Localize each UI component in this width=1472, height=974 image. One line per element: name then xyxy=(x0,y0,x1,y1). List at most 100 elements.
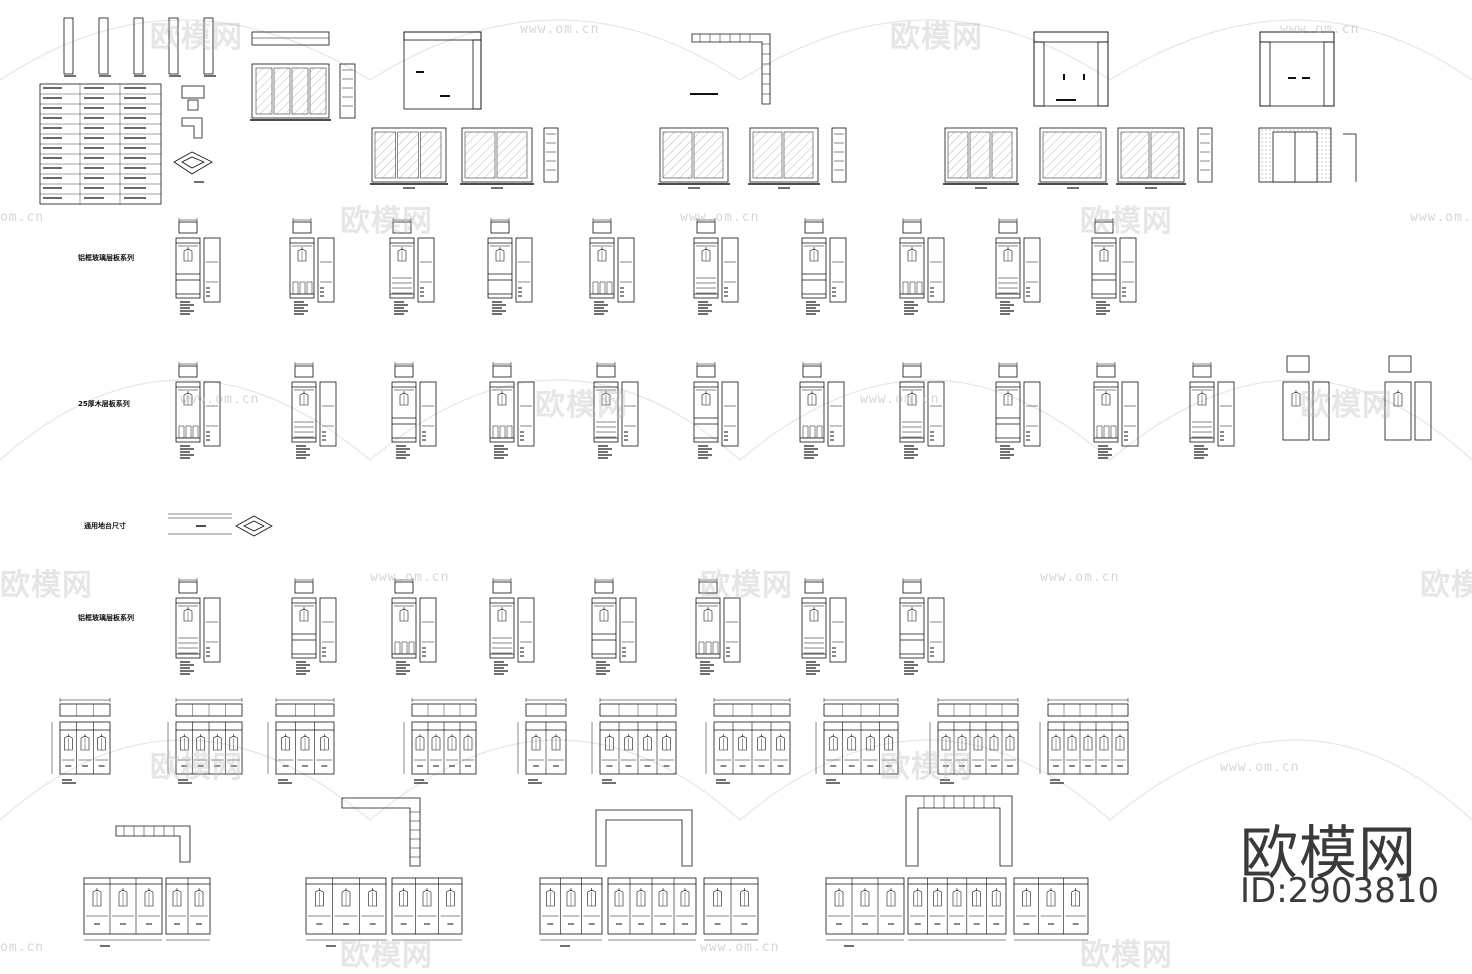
drawer xyxy=(599,281,606,295)
drawer xyxy=(178,425,185,439)
front-elevation xyxy=(593,381,619,443)
front-elevation xyxy=(1091,237,1117,299)
garment-shape xyxy=(809,248,819,262)
front-elevation xyxy=(289,237,315,299)
front-elevation xyxy=(389,237,415,299)
drawer xyxy=(1096,425,1103,439)
top-view-box xyxy=(902,581,922,594)
top-view-box xyxy=(178,365,198,378)
front-elevation xyxy=(937,721,1019,775)
row2-units xyxy=(175,355,1432,459)
platform-dimensions xyxy=(168,513,273,537)
garment-shape xyxy=(1099,735,1109,751)
garment-shape xyxy=(941,735,951,751)
garment-shape xyxy=(886,889,896,907)
garment-shape xyxy=(884,735,894,751)
drawer xyxy=(1103,425,1110,439)
corner-plan xyxy=(173,151,213,175)
watermark-arc xyxy=(0,379,371,461)
door-frame xyxy=(749,127,819,183)
drawer xyxy=(499,425,506,439)
watermark-arc xyxy=(739,379,1111,461)
side-section xyxy=(617,237,635,303)
garment-shape xyxy=(776,735,785,751)
drawer xyxy=(292,281,299,295)
top-box xyxy=(251,31,330,46)
front-elevation xyxy=(291,597,317,659)
garment-shape xyxy=(183,248,193,262)
side-section xyxy=(829,237,847,303)
garment-shape xyxy=(907,392,917,406)
garment-shape xyxy=(865,735,875,751)
side-section xyxy=(723,597,741,663)
front-elevation xyxy=(489,597,515,659)
top-box xyxy=(1047,703,1129,717)
drawer xyxy=(401,641,408,655)
plan-room xyxy=(1033,31,1109,107)
top-view-box xyxy=(492,581,512,594)
garment-shape xyxy=(643,735,652,751)
garment-shape xyxy=(1291,391,1301,407)
garment-shape xyxy=(834,889,844,907)
door-frame xyxy=(371,127,447,183)
side-section xyxy=(827,381,845,447)
front-elevation xyxy=(907,877,1007,935)
plan-room xyxy=(403,31,482,110)
top-view-box xyxy=(292,221,312,234)
watermark-arc xyxy=(1109,739,1472,821)
garment-shape xyxy=(601,392,611,406)
front-elevation xyxy=(899,237,925,299)
garment-shape xyxy=(80,735,90,751)
garment-shape xyxy=(1101,392,1111,406)
plan-cabinet xyxy=(472,39,482,110)
watermark-arc xyxy=(1109,19,1472,81)
side-section xyxy=(927,381,945,447)
drawer xyxy=(506,425,513,439)
top-view-box xyxy=(178,581,198,594)
brand-logo-text: 欧模网 xyxy=(1240,819,1418,887)
side-section xyxy=(1023,381,1041,447)
side-section xyxy=(927,237,945,303)
garment-shape xyxy=(599,608,609,622)
top-view-box xyxy=(804,581,824,594)
sliding-door-elevations xyxy=(370,127,1357,189)
bottom-plans-elevations xyxy=(83,795,1089,947)
garment-shape xyxy=(64,735,73,751)
garment-shape xyxy=(315,889,324,907)
side-section xyxy=(621,381,639,447)
brand-id-text: ID:2903810 xyxy=(1240,871,1440,911)
side-section xyxy=(517,597,535,663)
door-panel xyxy=(947,131,969,179)
front-elevation xyxy=(695,597,721,659)
garment-shape xyxy=(196,735,206,751)
top-view-box xyxy=(998,365,1018,378)
garment-shape xyxy=(1071,889,1080,907)
garment-shape xyxy=(636,889,646,907)
garment-shape xyxy=(172,889,182,907)
door-panel xyxy=(397,131,419,179)
plan-room xyxy=(1259,31,1335,107)
drawer xyxy=(1110,425,1117,439)
garment-shape xyxy=(212,735,222,751)
front-elevation xyxy=(1013,877,1089,935)
top-view-box xyxy=(594,581,614,594)
series-label-row3: 通用地台尺寸 xyxy=(84,522,126,530)
door-panel xyxy=(693,131,724,179)
side-section xyxy=(319,597,337,663)
door-frame xyxy=(944,127,1018,183)
garment-shape xyxy=(807,392,817,406)
door-frame xyxy=(659,127,729,183)
garment-shape xyxy=(399,889,408,907)
door-panel xyxy=(991,131,1013,179)
section-strip xyxy=(168,17,179,75)
garment-shape xyxy=(1099,248,1109,262)
side-section xyxy=(515,237,533,303)
plan-U-shape xyxy=(905,795,1013,867)
front-elevation xyxy=(591,597,617,659)
row1-units xyxy=(175,218,1137,315)
watermark-arc xyxy=(0,19,371,81)
drawer xyxy=(306,281,313,295)
plan-cabinet xyxy=(1033,31,1109,43)
side-section xyxy=(1121,381,1139,447)
